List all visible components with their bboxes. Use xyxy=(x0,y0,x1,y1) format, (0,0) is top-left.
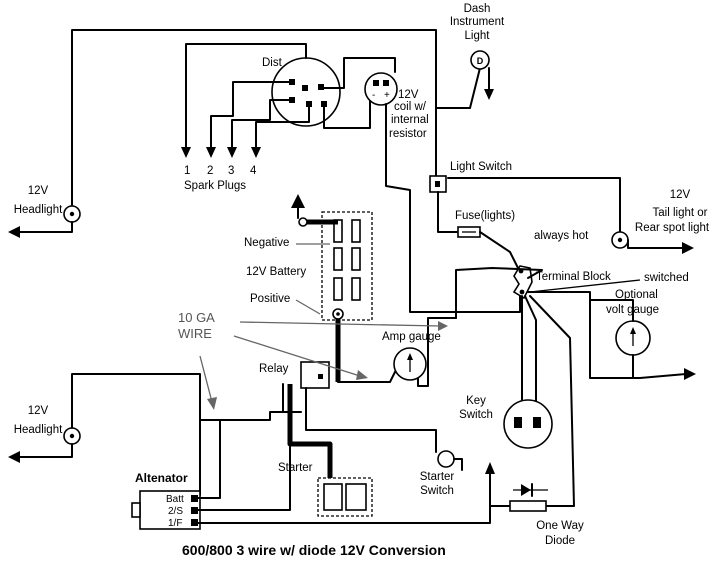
light-switch-label: Light Switch xyxy=(450,161,512,173)
coil-to-terminal-wire xyxy=(385,103,521,313)
coil-label: resistor xyxy=(389,128,427,140)
dist-label: Dist xyxy=(262,57,283,69)
battery-to-amp-wire xyxy=(337,365,399,383)
plug-wire-1 xyxy=(185,43,307,151)
volt-gauge-label: Optional xyxy=(615,289,658,301)
positive-label: Positive xyxy=(250,293,290,305)
ground-point xyxy=(298,217,308,227)
plug-number: 2 xyxy=(207,165,213,177)
dash-label: Instrument xyxy=(450,16,505,28)
plug-number: 3 xyxy=(228,165,234,177)
headlight-bottom xyxy=(8,373,201,496)
one-way-diode xyxy=(509,483,548,512)
tail-light-label: Tail light or xyxy=(653,207,708,219)
wire-pointer-2 xyxy=(233,335,361,377)
ignition-coil: - + xyxy=(364,72,398,106)
light-switch xyxy=(429,175,447,193)
headlight-top xyxy=(8,205,81,238)
headlight-top-label: 12V xyxy=(28,185,49,197)
alt-terminal-label: 2/S xyxy=(168,506,183,517)
dist-to-coil-wire xyxy=(320,57,396,89)
distributor xyxy=(271,57,341,127)
alt-batt-wire xyxy=(197,419,221,499)
svg-text:+: + xyxy=(384,90,390,101)
wire-pointer-3 xyxy=(199,355,213,403)
terminal-to-diode-wire xyxy=(529,295,575,507)
terminal-to-gauge-wire xyxy=(455,267,543,319)
spark-plugs-label: Spark Plugs xyxy=(184,180,246,192)
wire-gauge-label: 10 GA xyxy=(178,310,215,325)
terminal-block xyxy=(512,265,533,300)
plug-number: 1 xyxy=(184,165,190,177)
headlight-bottom-label: 12V xyxy=(28,405,49,417)
headlight-bottom-label: Headlight xyxy=(14,424,63,436)
key-switch xyxy=(503,399,553,449)
dash-label: Light xyxy=(465,30,491,42)
amp-gauge-label: Amp gauge xyxy=(382,331,441,343)
amp-to-terminal-wire xyxy=(417,317,457,387)
plug-wire-3 xyxy=(231,99,291,151)
tail-light xyxy=(611,231,694,254)
volt-gauge xyxy=(615,320,651,356)
relay-control-wire xyxy=(305,387,437,453)
terminal-to-volt-wire xyxy=(527,291,687,379)
headlight-top-label: Headlight xyxy=(14,204,63,216)
amp-gauge xyxy=(393,347,427,381)
svg-text:D: D xyxy=(477,56,484,66)
switched-pointer xyxy=(529,279,641,293)
starter-switch-label: Switch xyxy=(420,485,454,497)
top-loop-wire xyxy=(71,29,437,206)
plug-wire-4 xyxy=(255,103,310,151)
starter-motor xyxy=(317,477,373,517)
svg-text:-: - xyxy=(372,90,375,101)
alternator xyxy=(131,490,201,530)
relay-to-starter-cable xyxy=(287,384,333,478)
relay xyxy=(300,361,330,389)
relay-label: Relay xyxy=(259,363,289,375)
wire-pointer-1 xyxy=(239,321,441,327)
light-switch-to-fuse-wire xyxy=(437,191,459,233)
battery-label: 12V Battery xyxy=(246,266,306,278)
fuse-lights xyxy=(457,226,481,238)
dash-label: Dash xyxy=(464,3,491,15)
dash-light-wire xyxy=(435,67,481,109)
diode-label: One Way xyxy=(536,520,584,532)
plug-number: 4 xyxy=(250,165,257,177)
battery xyxy=(321,211,373,321)
wire-gauge-label: WIRE xyxy=(178,326,212,341)
coil-label: internal xyxy=(391,114,429,126)
switched-label: switched xyxy=(644,272,689,284)
alt-1f-to-diode-wire xyxy=(197,505,511,524)
coil-to-dist-wire xyxy=(323,99,371,129)
volt-gauge-label: volt gauge xyxy=(606,304,659,316)
negative-label: Negative xyxy=(244,237,289,249)
terminal-block-label: Terminal Block xyxy=(536,271,611,283)
coil-label: 12V xyxy=(398,89,419,101)
coil-label: coil w/ xyxy=(394,101,427,113)
diagram-caption: 600/800 3 wire w/ diode 12V Conversion xyxy=(182,542,446,558)
starter-switch-label: Starter xyxy=(420,471,455,483)
alt-terminal-label: Batt xyxy=(166,494,184,505)
key-switch-label: Switch xyxy=(459,409,493,421)
fuse-to-terminal-wire xyxy=(479,231,519,269)
relay-to-alt-wire xyxy=(199,411,302,421)
key-switch-label: Key xyxy=(466,395,486,407)
alternator-label: Altenator xyxy=(135,471,188,485)
fuse-label: Fuse(lights) xyxy=(455,210,515,222)
starter-label: Starter xyxy=(278,462,313,474)
alt-2s-wire xyxy=(197,443,291,511)
plug-wire-2 xyxy=(210,81,291,151)
tail-light-label: Rear spot light xyxy=(635,222,710,234)
dash-light: D xyxy=(470,50,494,100)
diode-label: Diode xyxy=(545,535,575,547)
light-switch-to-tail-wire xyxy=(447,177,621,239)
alt-terminal-label: 1/F xyxy=(168,518,182,529)
always-hot-label: always hot xyxy=(534,230,589,242)
tail-light-label: 12V xyxy=(670,189,691,201)
starter-switch xyxy=(437,450,463,471)
terminal-to-key-wire-b xyxy=(524,295,537,421)
